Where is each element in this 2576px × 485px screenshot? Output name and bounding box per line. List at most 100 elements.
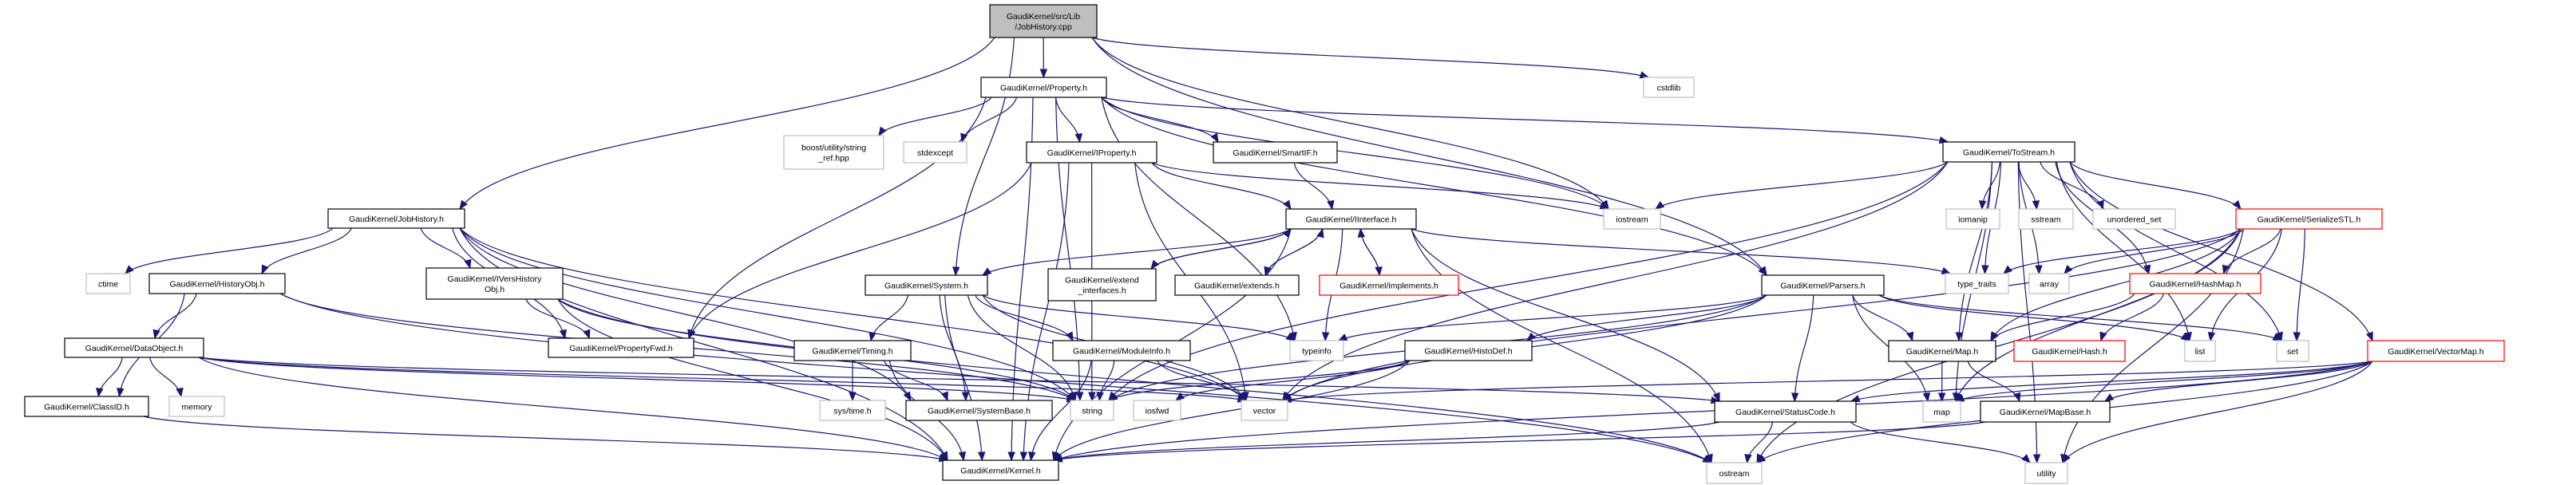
node-tostream-h[interactable]: GaudiKernel/ToStream.h: [1942, 141, 2075, 163]
node-hash-h[interactable]: GaudiKernel/Hash.h: [2013, 340, 2126, 362]
node-mapbase-h[interactable]: GaudiKernel/MapBase.h: [1980, 400, 2111, 423]
node-systembase-h[interactable]: GaudiKernel/SystemBase.h: [905, 400, 1053, 421]
node-label: GaudiKernel/Kernel.h: [960, 467, 1041, 476]
edge-line: [1955, 361, 2373, 402]
arrowhead-icon: [2143, 264, 2151, 275]
node-label: unordered_set: [2107, 215, 2162, 225]
node-jobhistory-h[interactable]: GaudiKernel/JobHistory.h: [327, 208, 465, 229]
node-serializestl-h[interactable]: GaudiKernel/SerializeSTL.h: [2235, 208, 2383, 230]
node-memory[interactable]: memory: [168, 396, 225, 417]
node-dataobject-h[interactable]: GaudiKernel/DataObject.h: [64, 337, 204, 358]
edge-line: [1293, 162, 1333, 210]
node-map[interactable]: map: [1922, 400, 1961, 423]
edge-parsers-to-set: [1878, 294, 2283, 341]
edge-jobhistory-to-ivershistoryobj: [420, 227, 472, 270]
node-box: [2184, 340, 2216, 362]
arrowhead-icon: [977, 451, 986, 462]
node-iinterface-h[interactable]: GaudiKernel/IInterface.h: [1285, 208, 1417, 230]
node-iproperty-h[interactable]: GaudiKernel/IProperty.h: [1026, 141, 1157, 164]
node-extends-h[interactable]: GaudiKernel/extends.h: [1174, 274, 1300, 296]
edge-serializestl-to-hashmap: [2222, 228, 2281, 275]
node-smartif-h[interactable]: GaudiKernel/SmartIF.h: [1213, 141, 1338, 164]
node-unordered-set[interactable]: unordered_set: [2092, 208, 2176, 230]
node-string[interactable]: string: [1070, 400, 1114, 421]
edge-vectormap-to-map: [1954, 361, 2373, 402]
node-property-h[interactable]: GaudiKernel/Property.h: [980, 77, 1107, 98]
edge-line: [2062, 361, 2373, 463]
arrowhead-icon: [2002, 265, 2013, 274]
edge-line: [1967, 361, 2020, 402]
node-array[interactable]: array: [2028, 273, 2070, 294]
node-box: [327, 208, 465, 229]
node-implements-h[interactable]: GaudiKernel/implements.h: [1319, 274, 1459, 296]
edge-line: [1108, 360, 1411, 401]
edge-system-to-typeinfo: [982, 294, 1296, 341]
node-box: [1174, 274, 1300, 296]
arrowhead-icon: [583, 329, 591, 340]
node-typeinfo[interactable]: typeinfo: [1289, 340, 1344, 361]
edge-line: [557, 298, 1712, 463]
arrowhead-icon: [1978, 200, 1987, 211]
node-moduleinfo-h[interactable]: GaudiKernel/ModuleInfo.h: [1052, 340, 1191, 361]
node-classid-h[interactable]: GaudiKernel/ClassID.h: [24, 396, 149, 417]
edge-system-to-timing: [869, 294, 908, 342]
node-ostream[interactable]: ostream: [1706, 462, 1763, 484]
edge-property-to-iproperty: [1055, 97, 1082, 144]
node-histodef-h[interactable]: GaudiKernel/HistoDef.h: [1404, 340, 1533, 361]
edge-iinterface-to-system: [981, 228, 1292, 276]
node-box: [1888, 340, 1996, 362]
edge-line: [1101, 97, 1219, 143]
edge-line: [154, 293, 197, 339]
edge-ivershistoryobj-to-propertyfwd: [525, 298, 591, 340]
node-list[interactable]: list: [2184, 340, 2216, 362]
edge-extend_interfaces-to-iinterface: [1150, 227, 1292, 270]
arrowhead-icon: [1941, 266, 1952, 274]
node-vectormap-h[interactable]: GaudiKernel/VectorMap.h: [2367, 340, 2505, 362]
node-type-traits[interactable]: type_traits: [1945, 273, 2009, 294]
arrowhead-icon: [1654, 200, 1665, 210]
node-map-h[interactable]: GaudiKernel/Map.h: [1888, 340, 1996, 362]
arrowhead-icon: [2013, 392, 2021, 403]
edge-line: [961, 97, 1018, 143]
node-box: [2024, 462, 2068, 484]
edge-line: [1850, 361, 2373, 402]
node-iostream[interactable]: iostream: [1603, 208, 1661, 230]
node-label: GaudiKernel/SerializeSTL.h: [2257, 215, 2361, 225]
node-sstream[interactable]: sstream: [2018, 208, 2074, 230]
node-vector[interactable]: vector: [1241, 400, 1288, 421]
node-utility[interactable]: utility: [2024, 462, 2068, 484]
node-ctime[interactable]: ctime: [85, 273, 131, 294]
node-hashmap-h[interactable]: GaudiKernel/HashMap.h: [2129, 273, 2261, 294]
node-iomanip[interactable]: iomanip: [1945, 208, 2000, 230]
arrowhead-icon: [2062, 453, 2071, 464]
edge-statuscode-to-ostream: [1744, 421, 1774, 464]
node-propertyfwd-h[interactable]: GaudiKernel/PropertyFwd.h: [548, 337, 694, 358]
node-label: GaudiKernel/IProperty.h: [1047, 148, 1137, 158]
edge-line: [459, 227, 1076, 401]
edge-line: [1053, 421, 1986, 461]
node-box: [783, 135, 884, 170]
node-extend-interfaces-h[interactable]: GaudiKernel/extend_interfaces.h: [1047, 268, 1157, 302]
node-historyobj-h[interactable]: GaudiKernel/HistoryObj.h: [148, 273, 286, 294]
edge-line: [1282, 228, 2242, 401]
node-system-h[interactable]: GaudiKernel/System.h: [865, 274, 988, 296]
node-cstdlib[interactable]: cstdlib: [1643, 77, 1695, 98]
arrowhead-icon: [1074, 133, 1082, 144]
node-statuscode-h[interactable]: GaudiKernel/StatusCode.h: [1714, 400, 1857, 423]
node-box: [1052, 340, 1191, 361]
node-iosfwd[interactable]: iosfwd: [1133, 400, 1181, 421]
node-label: _ref.hpp: [817, 154, 849, 164]
node-sys-time-h[interactable]: sys/time.h: [819, 400, 886, 421]
node-timing-h[interactable]: GaudiKernel/Timing.h: [793, 340, 912, 361]
node-set[interactable]: set: [2276, 340, 2309, 362]
node-boost-string-ref[interactable]: boost/utility/string_ref.hpp: [783, 135, 884, 170]
node-label: GaudiKernel/SystemBase.h: [928, 407, 1031, 416]
node-box: [1070, 400, 1114, 421]
arrowhead-icon: [2207, 331, 2216, 342]
node-kernel-h[interactable]: GaudiKernel/Kernel.h: [942, 459, 1059, 481]
node-parsers-h[interactable]: GaudiKernel/Parsers.h: [1761, 274, 1885, 296]
node-jobhistory-cpp[interactable]: GaudiKernel/src/Lib/JobHistory.cpp: [989, 4, 1098, 38]
node-label: iomanip: [1958, 215, 1988, 225]
node-stdexcept[interactable]: stdexcept: [903, 141, 967, 164]
